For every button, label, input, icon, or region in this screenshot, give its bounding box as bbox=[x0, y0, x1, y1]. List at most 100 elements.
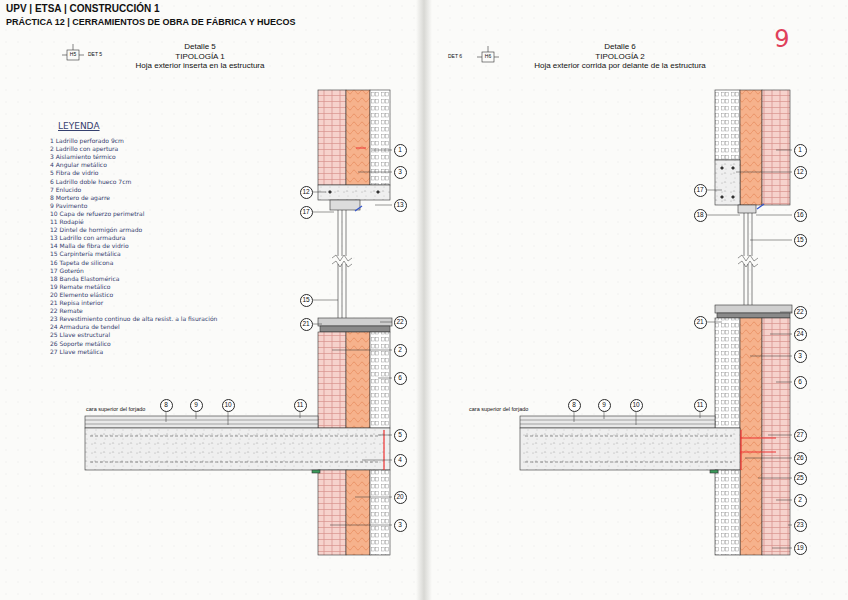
legend-item: 1 Ladrillo perforado 9cm bbox=[50, 138, 124, 145]
detail-icon bbox=[67, 50, 79, 60]
callout-text: 3 bbox=[798, 353, 802, 360]
callout-text: 5 bbox=[398, 432, 402, 439]
brick-leaf bbox=[318, 332, 346, 428]
detail-code: DET 6 bbox=[448, 54, 462, 60]
callout-text: 6 bbox=[398, 375, 402, 382]
callout-text: 16 bbox=[796, 212, 803, 219]
callout-text: 10 bbox=[224, 402, 231, 409]
legend-item: 12 Dintel de hormigón armado bbox=[50, 227, 142, 234]
detail-icon bbox=[482, 52, 494, 62]
callout-text: 4 bbox=[398, 457, 402, 464]
legend-item: 9 Pavimento bbox=[50, 203, 87, 210]
callout-number: 20 bbox=[394, 491, 407, 504]
callout-number: 10 bbox=[222, 399, 235, 412]
legend-item: 27 Llave metálica bbox=[50, 349, 103, 356]
floor-layer-lines bbox=[85, 420, 318, 424]
callout-text: 23 bbox=[796, 522, 803, 529]
callout-text: 12 bbox=[302, 189, 309, 196]
hollow-brick bbox=[370, 90, 390, 185]
slab-rebar bbox=[525, 436, 732, 462]
legend-item: 26 Soporte metálico bbox=[50, 341, 111, 348]
callout-number: 21 bbox=[300, 318, 313, 331]
rebar bbox=[732, 167, 735, 170]
callout-text: 6 bbox=[798, 379, 802, 386]
callout-text: 24 bbox=[796, 331, 803, 338]
callout-text: 8 bbox=[164, 402, 168, 409]
window-head bbox=[738, 205, 756, 213]
rebar bbox=[329, 191, 332, 194]
callout-number: 1 bbox=[794, 144, 807, 157]
sill-flashing bbox=[320, 326, 390, 332]
callout-number: 16 bbox=[794, 209, 807, 222]
detail-heading: TIPOLOGÍA 2 bbox=[595, 52, 644, 61]
callout-number: 9 bbox=[190, 399, 203, 412]
detail-code: H5 bbox=[70, 52, 76, 58]
callout-number: 17 bbox=[300, 206, 313, 219]
brick-leaf bbox=[318, 90, 346, 185]
slab bbox=[520, 428, 740, 470]
leader-lines bbox=[166, 150, 792, 548]
callout-number: 6 bbox=[394, 372, 407, 385]
rebar bbox=[377, 191, 380, 194]
callout-text: 8 bbox=[572, 402, 576, 409]
callout-number: 11 bbox=[694, 399, 707, 412]
callout-text: 12 bbox=[796, 169, 803, 176]
insulation bbox=[346, 332, 370, 428]
rebar bbox=[721, 196, 724, 199]
callout-number: 8 bbox=[160, 399, 173, 412]
hollow-brick bbox=[715, 470, 740, 555]
insulation bbox=[740, 90, 762, 205]
callout-text: 2 bbox=[798, 497, 802, 504]
legend-item: 10 Capa de refuerzo perimetral bbox=[50, 211, 144, 218]
legend-item: 18 Banda Elastomérica bbox=[50, 276, 119, 283]
window-head bbox=[330, 200, 360, 210]
callout-number: 24 bbox=[794, 328, 807, 341]
level-note: cara superior del forjado bbox=[468, 406, 529, 412]
slab-rebar bbox=[90, 436, 380, 462]
callout-number: 9 bbox=[598, 399, 611, 412]
legend-item: 8 Mortero de agarre bbox=[50, 195, 110, 202]
legend-item: 3 Aislamiento térmico bbox=[50, 154, 116, 161]
hollow-brick bbox=[370, 470, 390, 555]
floor-layers bbox=[520, 416, 715, 428]
detail-5 bbox=[85, 90, 392, 555]
legend-item: 4 Angular metálico bbox=[50, 162, 107, 169]
legend-item: 20 Elemento elástico bbox=[50, 292, 113, 299]
brick-leaf bbox=[318, 470, 346, 555]
callout-number: 13 bbox=[394, 199, 407, 212]
detail-heading: TIPOLOGÍA 1 bbox=[175, 52, 224, 61]
callout-number: 21 bbox=[694, 316, 707, 329]
brick-leaf bbox=[762, 318, 790, 555]
hollow-brick bbox=[715, 318, 740, 428]
callout-text: 25 bbox=[796, 475, 803, 482]
insulation bbox=[740, 318, 762, 555]
callout-number: 27 bbox=[794, 429, 807, 442]
callout-number: 23 bbox=[794, 519, 807, 532]
callout-number: 19 bbox=[794, 542, 807, 555]
callout-text: 9 bbox=[194, 402, 198, 409]
callout-number: 12 bbox=[300, 186, 313, 199]
callout-text: 15 bbox=[796, 237, 803, 244]
callout-number: 26 bbox=[794, 452, 807, 465]
legend-item: 14 Malla de fibra de vidrio bbox=[50, 243, 129, 250]
insulation bbox=[346, 90, 370, 185]
legend-item: 24 Armadura de tendel bbox=[50, 324, 120, 331]
legend-item: 2 Ladrillo con apertura bbox=[50, 146, 118, 153]
legend-item: 22 Remate bbox=[50, 308, 83, 315]
level-note: cara superior del forjado bbox=[85, 406, 146, 412]
legend-item: 6 Ladrillo doble hueco 7cm bbox=[50, 179, 131, 186]
sheet-title: UPV | ETSA | CONSTRUCCIÓN 1 bbox=[6, 3, 160, 15]
detail-icons bbox=[62, 44, 499, 62]
callout-text: 22 bbox=[796, 309, 803, 316]
legend-heading: LEYENDA bbox=[58, 121, 100, 131]
rebar bbox=[721, 167, 724, 170]
detail-heading: Hoja exterior corrida por delante de la … bbox=[534, 61, 706, 70]
legend-item: 23 Revestimiento continuo de alta resist… bbox=[50, 316, 217, 323]
floor-layers bbox=[85, 416, 318, 428]
callout-text: 27 bbox=[796, 432, 803, 439]
lintel bbox=[715, 160, 740, 205]
callout-text: 1 bbox=[798, 147, 802, 154]
